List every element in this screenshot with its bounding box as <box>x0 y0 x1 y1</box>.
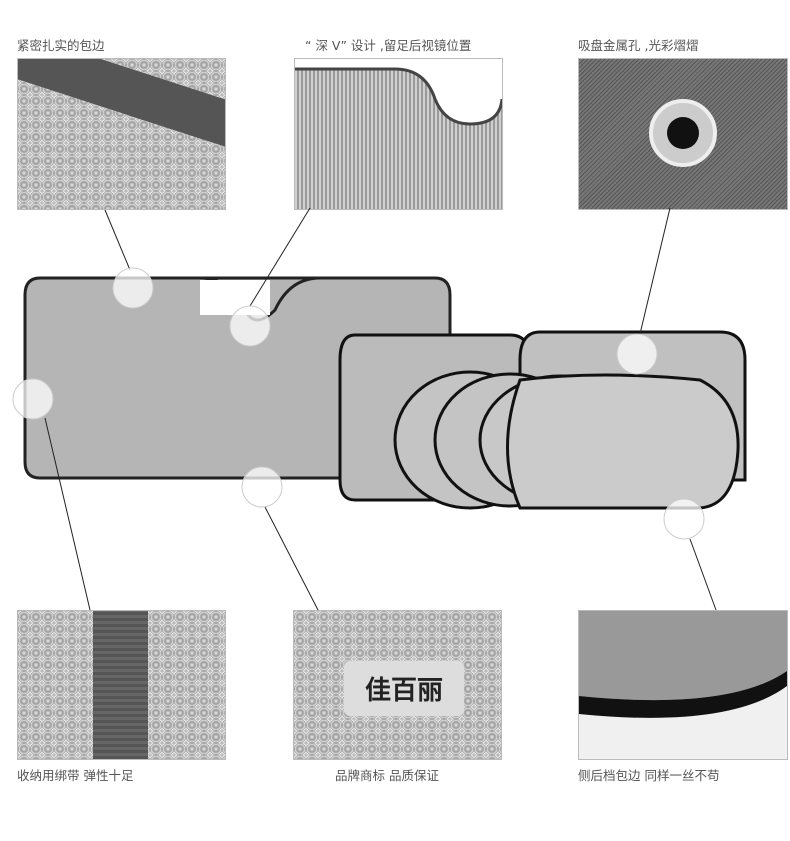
photo-suction-hole <box>578 58 788 210</box>
photo-edge-binding <box>17 58 226 210</box>
caption-edge-binding: 紧密扎实的包边 <box>17 38 105 53</box>
caption-storage-strap: 收纳用绑带 弹性十足 <box>17 768 134 783</box>
photo-side-binding <box>578 610 788 760</box>
caption-brand-label: 品牌商标 品质保证 <box>335 768 439 783</box>
photo-deep-v <box>294 58 503 210</box>
caption-deep-v: “ 深 V” 设计 ,留足后视镜位置 <box>305 38 472 53</box>
brand-logo: 佳百丽 <box>344 661 464 716</box>
photo-storage-strap <box>17 610 226 760</box>
caption-side-binding: 侧后档包边 同样一丝不苟 <box>578 768 720 783</box>
photo-brand-label: 佳百丽 <box>293 610 502 760</box>
caption-suction-hole: 吸盘金属孔 ,光彩熠熠 <box>578 38 699 53</box>
